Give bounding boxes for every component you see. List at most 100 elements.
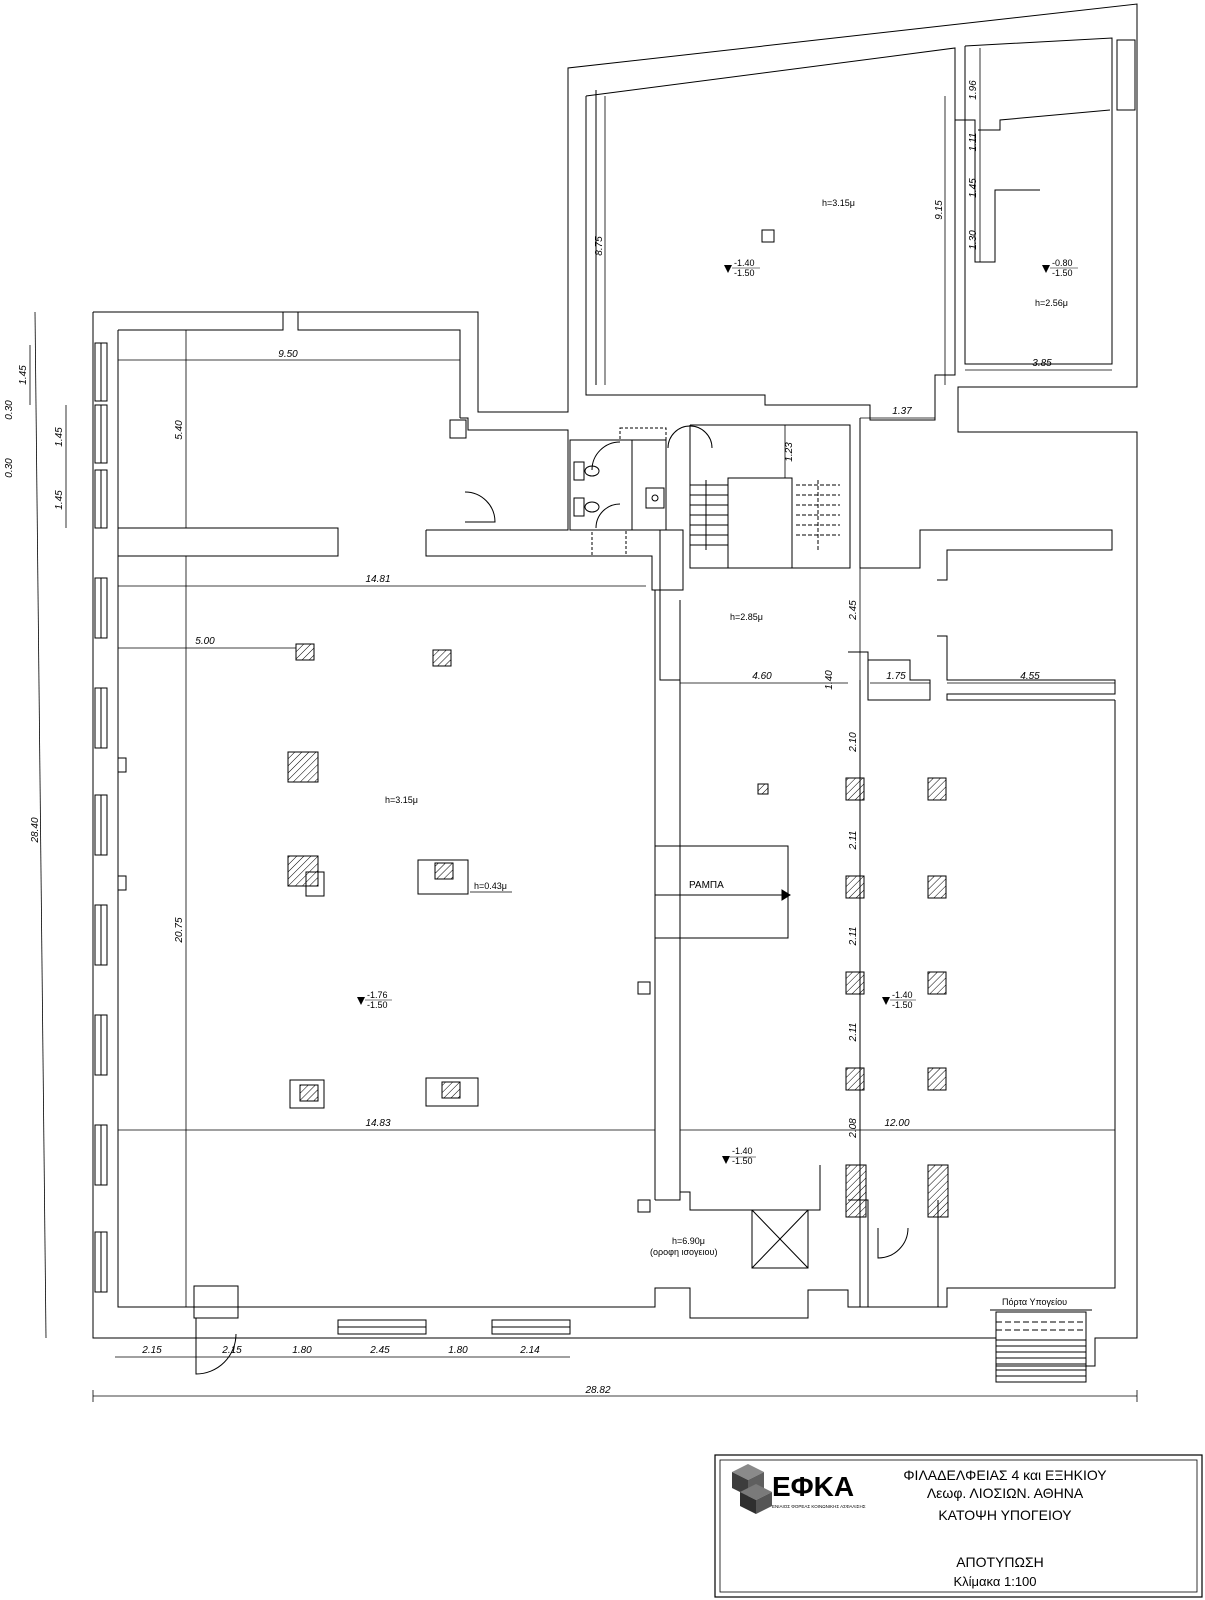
dim-left: 0.30 — [4, 400, 15, 420]
title-block: ΕΦΚΑ ΕΝΙΑΙΟΣ ΦΟΡΕΑΣ ΚΟΙΝΩΝΙΚΗΣ ΑΣΦΑΛΙΣΗΣ… — [714, 1454, 1203, 1598]
stair-basement-door — [995, 1311, 1087, 1383]
south-windows — [337, 1319, 571, 1335]
address-line-2: Λεωφ. ΛΙΟΣΙΩΝ. ΑΘΗΝΑ — [927, 1485, 1084, 1501]
dim-middle-col: 2.45 — [848, 600, 859, 621]
svg-text:-1.50: -1.50 — [732, 1156, 753, 1166]
height-ne: h=2.56μ — [1035, 298, 1068, 308]
walls — [92, 3, 1138, 1367]
svg-text:-1.76: -1.76 — [367, 990, 388, 1000]
level-marker-east: -1.40 -1.50 — [882, 990, 916, 1010]
dim-middle-col: 1.40 — [824, 670, 835, 690]
stair-core — [727, 477, 793, 569]
dim-ne-col: 1.96 — [968, 80, 979, 100]
svg-text:-1.40: -1.40 — [892, 990, 913, 1000]
level-markers: -1.40 -1.50 -0.80 -1.50 -1.76 -1.50 -1.4… — [357, 258, 1078, 1166]
storeroom-wall — [426, 417, 569, 531]
entrance-door — [195, 1318, 237, 1375]
dim-nw-width: 9.50 — [278, 349, 298, 360]
dim-left: 0.30 — [4, 458, 15, 478]
wc-door-2 — [595, 503, 621, 529]
dimension-lines — [29, 48, 1138, 1402]
dim-stair: 1.23 — [784, 442, 795, 462]
dim-east-a: 1.75 — [886, 671, 906, 682]
stair-east — [796, 480, 840, 550]
elevator-shaft — [751, 1209, 809, 1269]
dim-ne-col: 1.11 — [968, 133, 979, 152]
ne-window — [1116, 39, 1136, 111]
middle-partition — [848, 651, 931, 701]
nw-room-wall — [118, 311, 461, 418]
level-marker-ne: -0.80 -1.50 — [1042, 258, 1078, 278]
center-block — [659, 530, 681, 681]
dim-bottom: 1.80 — [292, 1345, 312, 1356]
dim-total-width: 28.82 — [584, 1385, 610, 1396]
dim-middle-col: 2.08 — [848, 1118, 859, 1139]
logo-subtitle: ΕΝΙΑΙΟΣ ΦΟΡΕΑΣ ΚΟΙΝΩΝΙΚΗΣ ΑΣΦΑΛΙΣΗΣ — [772, 1504, 866, 1509]
outer-wall — [92, 3, 1138, 1367]
dim-middle-width: 4.60 — [752, 671, 772, 682]
dim-ne-width: 3.85 — [1032, 358, 1052, 369]
wc-anteroom — [631, 439, 667, 531]
dim-main-top: 14.81 — [365, 574, 390, 585]
dim-middle-col: 2.11 — [848, 1023, 859, 1043]
dim-ne-col: 1.45 — [968, 178, 979, 198]
pilaster — [117, 875, 127, 891]
dim-bottom: 2.15 — [141, 1345, 162, 1356]
height-double: h=6.90μ — [672, 1236, 705, 1246]
column-brackets — [289, 229, 775, 1213]
svg-text:-1.50: -1.50 — [892, 1000, 913, 1010]
south-stub — [655, 1165, 821, 1211]
entrance-stair — [193, 1285, 239, 1319]
north-room-wall — [585, 47, 956, 421]
dim-bottom: 2.45 — [369, 1345, 390, 1356]
ne-room-wall — [964, 37, 1113, 365]
address-line-1: ΦΙΛΑΔΕΛΦΕΙΑΣ 4 και ΕΞΗΚΙΟΥ — [903, 1467, 1107, 1483]
dim-corridor: 1.37 — [892, 406, 912, 417]
dim-nw-height: 5.40 — [174, 420, 185, 440]
dim-north-height: 8.75 — [594, 236, 605, 256]
ramp — [654, 845, 791, 939]
ramp-label: ΡΑΜΠΑ — [689, 880, 724, 891]
level-marker-main: -1.76 -1.50 — [357, 990, 392, 1010]
svg-text:-1.50: -1.50 — [1052, 268, 1073, 278]
dim-bottom: 1.80 — [448, 1345, 468, 1356]
height-labels: h=3.15μ h=2.56μ h=2.85μ h=3.15μ h=0.43μ … — [385, 198, 1068, 1257]
south-door — [877, 1227, 909, 1259]
dim-left: 1.45 — [18, 365, 29, 385]
dim-north-right: 9.15 — [934, 200, 945, 220]
level-marker-south: -1.40 -1.50 — [722, 1146, 756, 1166]
doors — [193, 425, 909, 1375]
drawing-title: ΚΑΤΟΨΗ ΥΠΟΓΕΙΟΥ — [938, 1507, 1072, 1523]
dim-middle-col: 2.10 — [848, 732, 859, 753]
svg-text:-1.40: -1.40 — [732, 1146, 753, 1156]
drawing-scale: Κλίμακα 1:100 — [953, 1574, 1036, 1589]
efka-logo: ΕΦΚΑ ΕΝΙΑΙΟΣ ΦΟΡΕΑΣ ΚΟΙΝΩΝΙΚΗΣ ΑΣΦΑΛΙΣΗΣ — [732, 1464, 866, 1514]
wc-door-1 — [591, 441, 621, 471]
level-marker-north: -1.40 -1.50 — [724, 258, 760, 278]
svg-text:-1.50: -1.50 — [734, 268, 755, 278]
height-main: h=3.15μ — [385, 795, 418, 805]
basement-door-label: Πόρτα Υπογείου — [1002, 1297, 1067, 1307]
dim-east-b: 4.55 — [1020, 671, 1040, 682]
east-partition-top — [859, 418, 1113, 581]
dim-left: 1.45 — [54, 427, 65, 447]
svg-text:-0.80: -0.80 — [1052, 258, 1073, 268]
svg-text:-1.50: -1.50 — [367, 1000, 388, 1010]
columns — [287, 643, 949, 1218]
ne-step — [978, 109, 1111, 131]
dim-ne-col: 1.30 — [968, 230, 979, 250]
stair-west — [690, 480, 728, 550]
svg-text:-1.40: -1.40 — [734, 258, 755, 268]
nw-room-bottom — [118, 527, 339, 557]
dim-main-height: 20.75 — [174, 917, 185, 943]
east-partition-mid — [937, 635, 1116, 701]
height-north: h=3.15μ — [822, 198, 855, 208]
dim-bottom: 2.15 — [221, 1345, 242, 1356]
height-raised: h=0.43μ — [474, 881, 507, 891]
west-windows — [94, 342, 108, 1293]
dim-left: 1.45 — [54, 490, 65, 510]
wc-bottom — [425, 529, 684, 591]
drawing-type: ΑΠΟΤΥΠΩΣΗ — [956, 1554, 1044, 1570]
dimension-texts: 28.82 28.40 2.15 2.15 1.80 2.45 1.80 2.1… — [4, 80, 1052, 1396]
